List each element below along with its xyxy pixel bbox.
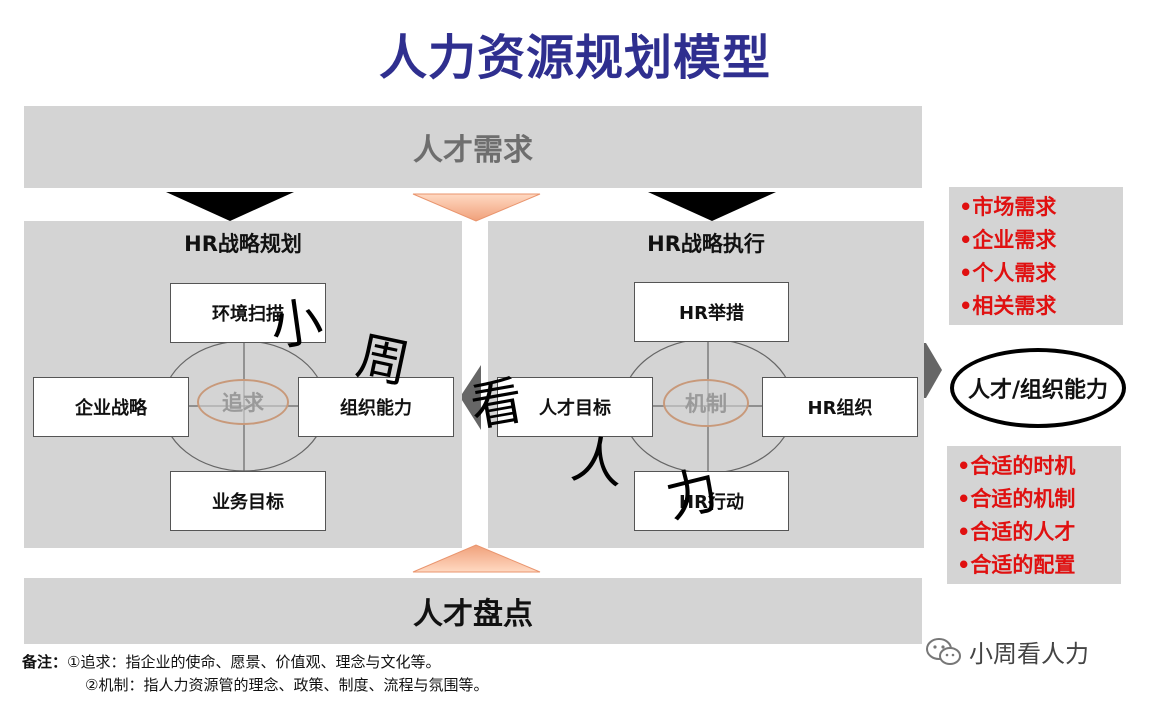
fit-list-item: •合适的人才: [957, 520, 1076, 544]
demand-list-item: •企业需求: [959, 228, 1057, 252]
fit-list-item: •合适的机制: [957, 487, 1076, 511]
demand-list: •市场需求 •企业需求 •个人需求 •相关需求: [949, 187, 1123, 325]
bottom-band-talent-inventory: 人才盘点: [24, 578, 922, 644]
black-down-arrow-left: [166, 192, 294, 221]
wechat-icon: [926, 637, 961, 665]
box-talent-goals: 人才目标: [497, 377, 653, 437]
watermark-char: 人: [567, 429, 628, 497]
watermark-char: 小: [266, 291, 327, 359]
note-line-1: ①追求：指企业的使命、愿景、价值观、理念与文化等。: [67, 653, 441, 671]
fit-list-item: •合适的时机: [957, 454, 1076, 478]
center-oval-pursuit: 追求: [197, 379, 289, 425]
panel-title-right: HR战略执行: [647, 232, 765, 256]
pointer-arrow-right: [926, 343, 942, 398]
brand-name: 小周看人力: [969, 640, 1089, 668]
peach-arrow-top: [412, 193, 541, 222]
box-organizational-capability: 组织能力: [298, 377, 454, 437]
brand-watermark: 小周看人力: [925, 634, 1089, 669]
top-band-talent-demand: 人才需求: [24, 106, 922, 188]
fit-list: •合适的时机 •合适的机制 •合适的人才 •合适的配置: [947, 446, 1121, 584]
notes: 备注：①追求：指企业的使命、愿景、价值观、理念与文化等。 ②机制：指人力资源管的…: [22, 651, 722, 697]
box-business-goals: 业务目标: [170, 471, 326, 531]
panel-title-left: HR战略规划: [184, 232, 302, 256]
notes-label: 备注：: [22, 653, 68, 671]
box-enterprise-strategy: 企业战略: [33, 377, 189, 437]
demand-list-item: •市场需求: [959, 195, 1057, 219]
page-title: 人力资源规划模型: [378, 30, 771, 86]
box-hr-actions: HR行动: [634, 471, 789, 531]
double-arrow-between-panels: [460, 365, 481, 430]
talent-org-capability-oval: 人才/组织能力: [950, 348, 1126, 428]
note-line-2: ②机制：指人力资源管的理念、政策、制度、流程与氛围等。: [85, 676, 489, 694]
peach-arrow-bottom: [412, 544, 541, 573]
box-hr-initiatives: HR举措: [634, 282, 789, 342]
box-hr-organization: HR组织: [762, 377, 918, 437]
demand-list-item: •相关需求: [959, 294, 1057, 318]
center-oval-mechanism: 机制: [663, 379, 749, 427]
demand-list-item: •个人需求: [959, 261, 1057, 285]
black-down-arrow-right: [648, 192, 776, 221]
fit-list-item: •合适的配置: [957, 553, 1076, 577]
box-environment-scan: 环境扫描: [170, 283, 326, 343]
